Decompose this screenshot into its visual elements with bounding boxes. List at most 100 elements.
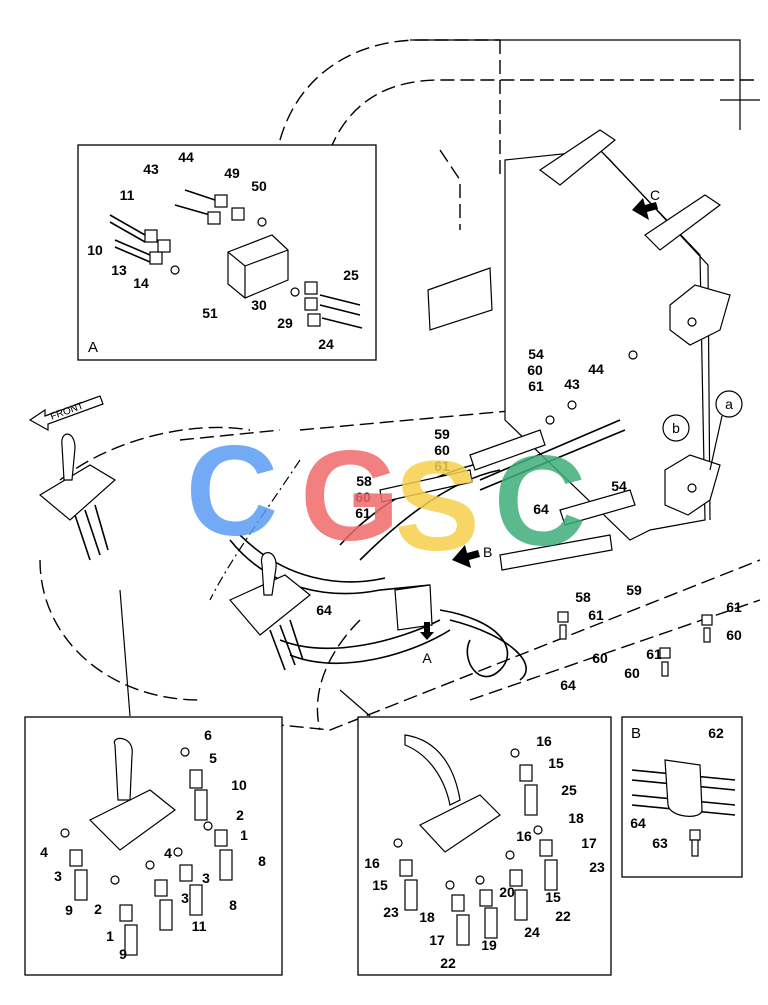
part-label: 3 xyxy=(54,868,62,884)
svg-text:A: A xyxy=(422,650,432,666)
part-label: 59 xyxy=(626,582,642,598)
inset-left-valves xyxy=(60,747,233,956)
part-label: 22 xyxy=(440,955,456,971)
part-label: 9 xyxy=(119,946,127,962)
part-label: 60 xyxy=(592,650,608,666)
part-label: 24 xyxy=(524,924,540,940)
svg-text:b: b xyxy=(672,420,680,436)
part-label: 61 xyxy=(726,599,742,615)
part-label: 51 xyxy=(202,305,218,321)
part-label: 19 xyxy=(481,937,497,953)
part-label: 61 xyxy=(646,646,662,662)
part-label: 16 xyxy=(536,733,552,749)
part-label: 61 xyxy=(355,505,371,521)
part-label: 17 xyxy=(581,835,597,851)
svg-text:FRONT: FRONT xyxy=(49,401,85,423)
radiator-panel xyxy=(427,129,731,541)
part-label: 29 xyxy=(277,315,293,331)
part-label: 8 xyxy=(258,853,266,869)
part-label: 43 xyxy=(143,161,159,177)
part-label: 61 xyxy=(528,378,544,394)
part-label: 43 xyxy=(564,376,580,392)
part-label: 2 xyxy=(94,901,102,917)
watermark-letter: C xyxy=(186,420,278,563)
brackets xyxy=(379,429,636,631)
part-label: 13 xyxy=(111,262,127,278)
part-label: 3 xyxy=(181,890,189,906)
part-label: 23 xyxy=(383,904,399,920)
inset-a-pipes xyxy=(109,189,363,329)
part-label: 44 xyxy=(588,361,604,377)
part-label: 14 xyxy=(133,275,149,291)
bolts xyxy=(557,611,713,677)
part-label: 4 xyxy=(164,845,172,861)
part-label: 49 xyxy=(224,165,240,181)
part-label: 16 xyxy=(516,828,532,844)
part-label: 54 xyxy=(528,346,544,362)
part-label: 5 xyxy=(209,750,217,766)
part-label: 15 xyxy=(545,889,561,905)
part-label: 62 xyxy=(708,725,724,741)
part-label: 15 xyxy=(548,755,564,771)
inset-b: B xyxy=(621,716,743,878)
view-arrow-b: B xyxy=(452,544,492,568)
part-label: 6 xyxy=(204,727,212,743)
part-label: 64 xyxy=(533,501,549,517)
inset-a-fittings xyxy=(144,194,321,327)
part-label: 64 xyxy=(560,677,576,693)
part-label: 8 xyxy=(229,897,237,913)
part-label: 1 xyxy=(240,827,248,843)
svg-text:a: a xyxy=(725,396,733,412)
part-label: 64 xyxy=(630,815,646,831)
part-label: 25 xyxy=(343,267,359,283)
part-label: 54 xyxy=(611,478,627,494)
part-label: 64 xyxy=(316,602,332,618)
front-arrow: FRONT xyxy=(28,395,104,432)
part-label: 60 xyxy=(726,627,742,643)
part-label: 61 xyxy=(588,607,604,623)
part-label: 11 xyxy=(192,918,207,934)
part-label: 63 xyxy=(652,835,668,851)
part-label: 15 xyxy=(372,877,388,893)
part-label: 10 xyxy=(87,242,103,258)
part-label: 20 xyxy=(499,884,515,900)
part-label: 60 xyxy=(624,665,640,681)
leader-lines xyxy=(119,589,371,717)
inset-b-title: B xyxy=(631,725,641,742)
part-label: 22 xyxy=(555,908,571,924)
part-label: 4 xyxy=(40,844,48,860)
part-label: 1 xyxy=(106,928,114,944)
part-label: 61 xyxy=(434,458,450,474)
callout-a: a xyxy=(709,390,743,471)
part-label: 58 xyxy=(575,589,591,605)
part-label: 30 xyxy=(251,297,267,313)
part-label: 60 xyxy=(527,362,543,378)
part-label: 18 xyxy=(419,909,435,925)
joystick-right-main xyxy=(229,552,311,671)
part-label: 17 xyxy=(429,932,445,948)
part-label: 24 xyxy=(318,336,334,352)
callout-b: b xyxy=(662,414,690,442)
inset-left xyxy=(24,716,283,976)
view-arrow-c: C xyxy=(632,187,660,220)
part-label: 23 xyxy=(589,859,605,875)
svg-text:C: C xyxy=(650,187,660,203)
part-label: 25 xyxy=(561,782,577,798)
part-label: 10 xyxy=(231,777,247,793)
joystick-left-main xyxy=(38,433,117,561)
watermark-letter: C xyxy=(494,430,586,573)
view-arrow-a: A xyxy=(420,622,434,666)
part-label: 2 xyxy=(236,807,244,823)
part-label: 3 xyxy=(202,870,210,886)
inset-right xyxy=(357,716,612,976)
part-label: 60 xyxy=(355,489,371,505)
part-label: 59 xyxy=(434,426,450,442)
inset-right-valves xyxy=(393,748,558,946)
inset-b-labels: 62 64 63 xyxy=(630,725,724,851)
watermark-letter: S xyxy=(394,435,479,578)
